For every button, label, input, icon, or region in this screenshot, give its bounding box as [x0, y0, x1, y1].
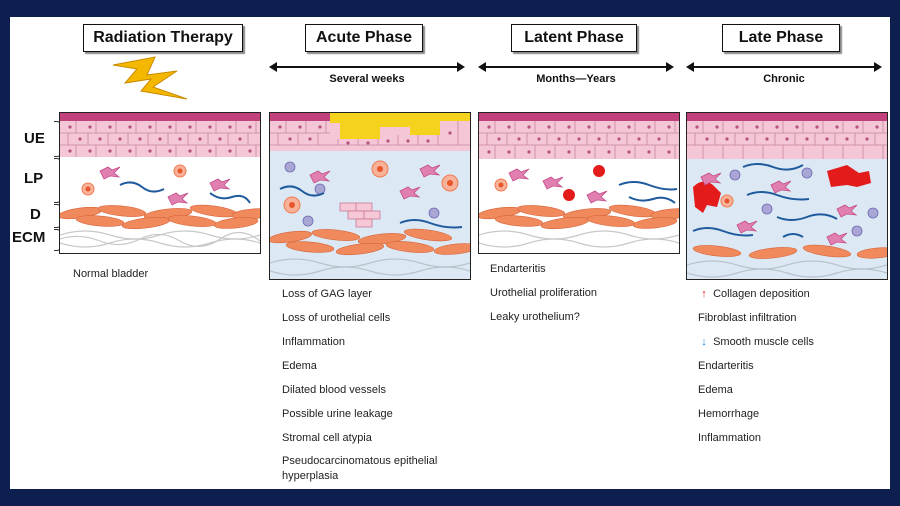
latent-phase-panel: [478, 112, 680, 254]
acute-duration-arrow: [269, 62, 465, 72]
late-finding-smooth-muscle: ↓ Smooth muscle cells: [698, 330, 888, 354]
acute-phase-panel: [269, 112, 471, 280]
header-latent-phase: Latent Phase: [511, 24, 637, 52]
late-duration-arrow: [686, 62, 882, 72]
late-finding: Endarteritis: [698, 360, 754, 372]
late-finding-collagen: ↑ Collagen deposition: [698, 282, 888, 306]
late-finding: Hemorrhage: [698, 408, 760, 420]
layer-label-lp: LP: [24, 170, 44, 187]
late-duration-label: Chronic: [763, 73, 805, 85]
acute-finding: Loss of GAG layer: [282, 288, 372, 300]
acute-finding: Loss of urothelial cells: [282, 312, 391, 324]
late-finding-label: Collagen deposition: [713, 288, 810, 300]
header-late-phase: Late Phase: [722, 24, 840, 52]
latent-finding: Leaky urothelium?: [490, 311, 580, 323]
acute-finding: Stromal cell atypia: [282, 432, 372, 444]
layer-label-d: D: [30, 206, 41, 223]
acute-duration-label: Several weeks: [329, 73, 405, 85]
header-acute-phase: Acute Phase: [305, 24, 423, 52]
normal-bladder-caption: Normal bladder: [73, 268, 149, 280]
latent-duration-arrow: [478, 62, 674, 72]
late-finding-label: Smooth muscle cells: [713, 336, 814, 348]
figure-canvas: Radiation Therapy Acute Phase Latent Pha…: [10, 17, 890, 489]
latent-duration-label: Months—Years: [536, 73, 616, 85]
normal-bladder-panel: [59, 112, 261, 254]
latent-finding: Endarteritis: [490, 263, 546, 275]
latent-findings-list: Endarteritis Urothelial proliferation Le…: [490, 257, 680, 329]
latent-finding: Urothelial proliferation: [490, 287, 597, 299]
decrease-arrow-icon: ↓: [701, 336, 707, 348]
acute-finding: Edema: [282, 360, 317, 372]
increase-arrow-icon: ↑: [701, 288, 707, 300]
header-radiation-therapy: Radiation Therapy: [83, 24, 243, 52]
late-finding: Inflammation: [698, 432, 761, 444]
late-finding: Fibroblast infiltration: [698, 312, 797, 324]
acute-finding: Pseudocarcinomatous epithelial hyperplas…: [282, 455, 438, 482]
late-finding: Edema: [698, 384, 733, 396]
lightning-bolt-icon: [112, 56, 188, 100]
acute-finding: Inflammation: [282, 336, 345, 348]
layer-label-ecm: ECM: [12, 229, 46, 246]
acute-finding: Possible urine leakage: [282, 408, 393, 420]
acute-finding: Dilated blood vessels: [282, 384, 386, 396]
late-findings-list: ↑ Collagen deposition Fibroblast infiltr…: [698, 282, 888, 450]
layer-label-ue: UE: [24, 130, 45, 147]
late-phase-panel: [686, 112, 888, 280]
acute-findings-list: Loss of GAG layer Loss of urothelial cel…: [282, 282, 482, 484]
